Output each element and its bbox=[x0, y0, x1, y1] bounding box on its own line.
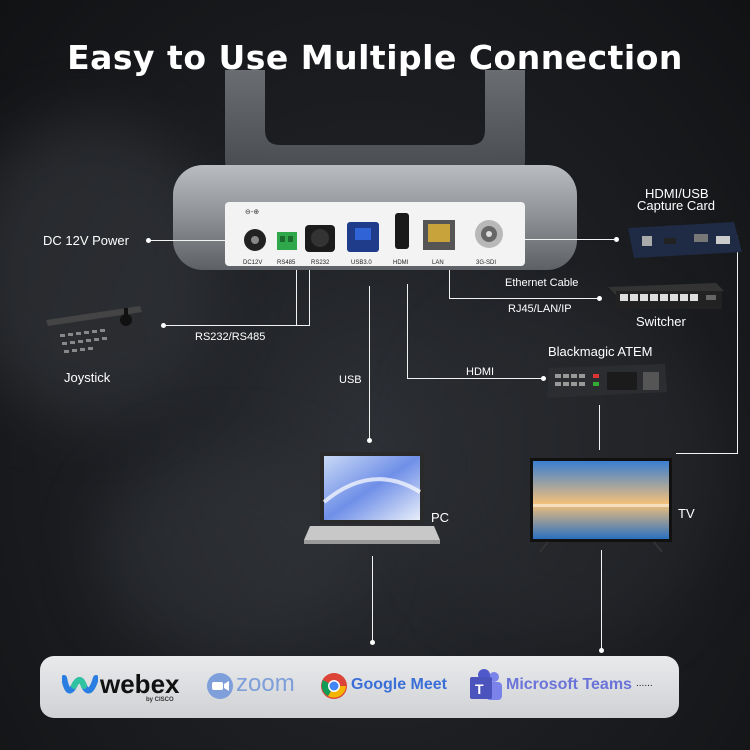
label-tv: TV bbox=[678, 506, 695, 521]
port-label-sdi: 3G-SDI bbox=[476, 260, 496, 266]
port-label-lan: LAN bbox=[432, 260, 444, 266]
tv-display bbox=[530, 458, 672, 553]
webex-by-cisco: by CISCO bbox=[146, 697, 174, 703]
port-label-usb3: USB3.0 bbox=[351, 260, 372, 266]
teams-text: Microsoft Teams bbox=[506, 676, 632, 693]
label-hdmi-usb: HDMI/USB bbox=[645, 186, 709, 201]
label-hdmi: HDMI bbox=[466, 366, 495, 378]
svg-text:⊖-⊕: ⊖-⊕ bbox=[245, 208, 259, 216]
label-rj45: RJ45/LAN/IP bbox=[508, 303, 572, 315]
software-logos-bar: webex by CISCO zoom Google Meet T Micros… bbox=[40, 656, 679, 718]
google-meet-text: Google Meet bbox=[351, 676, 448, 693]
port-label-hdmi: HDMI bbox=[393, 260, 409, 266]
laptop-pc bbox=[304, 452, 440, 544]
port-label-rs485: RS485 bbox=[277, 260, 296, 266]
label-dc-power: DC 12V Power bbox=[43, 233, 129, 248]
zoom-logo-text: zoom bbox=[236, 670, 295, 697]
svg-text:T: T bbox=[475, 681, 484, 697]
joystick-device bbox=[46, 306, 150, 360]
port-label-dc12v: DC12V bbox=[243, 260, 262, 266]
label-capture-card: Capture Card bbox=[637, 198, 716, 213]
label-ethernet-cable: Ethernet Cable bbox=[505, 277, 579, 289]
label-joystick: Joystick bbox=[64, 370, 111, 385]
more-ellipsis: ...... bbox=[636, 678, 653, 689]
chrome-icon bbox=[321, 673, 347, 699]
switcher-device bbox=[608, 283, 724, 309]
webex-logo-text: webex bbox=[100, 669, 180, 699]
page-title: Easy to Use Multiple Connection bbox=[67, 38, 683, 77]
atem-device bbox=[547, 364, 667, 398]
label-switcher: Switcher bbox=[636, 314, 686, 329]
teams-icon: T bbox=[470, 669, 502, 700]
capture-card-device bbox=[628, 222, 742, 258]
port-panel: ⊖-⊕ DC12V RS485 RS232 USB3.0 HDMI LAN 3G… bbox=[243, 208, 503, 266]
label-blackmagic-atem: Blackmagic ATEM bbox=[548, 344, 653, 359]
label-rs232-rs485: RS232/RS485 bbox=[195, 331, 266, 343]
label-usb: USB bbox=[339, 374, 362, 386]
zoom-icon bbox=[207, 673, 233, 699]
port-label-rs232: RS232 bbox=[311, 260, 330, 266]
label-pc: PC bbox=[431, 510, 450, 525]
webex-icon bbox=[62, 675, 98, 694]
